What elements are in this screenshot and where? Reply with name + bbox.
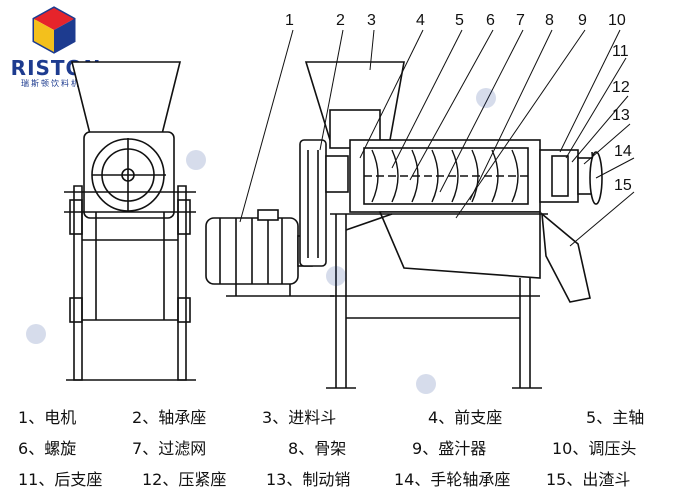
callout-10: 10 xyxy=(608,12,626,29)
legend-row-2: 6、螺旋 7、过滤网 8、骨架 9、盛汁器 10、调压头 xyxy=(0,435,680,463)
legend-item: 1、电机 xyxy=(18,408,77,427)
legend-item: 4、前支座 xyxy=(428,408,503,427)
callout-7: 7 xyxy=(516,12,525,29)
callout-13: 13 xyxy=(612,107,630,124)
legend-item: 13、制动销 xyxy=(266,470,351,489)
callout-numbers: 1 2 3 4 5 6 7 8 9 10 11 12 13 14 15 xyxy=(285,12,632,194)
callout-9: 9 xyxy=(578,12,587,29)
cube-logo-icon xyxy=(32,6,76,54)
watermark-logos xyxy=(26,88,496,394)
legend-item: 10、调压头 xyxy=(552,439,637,458)
callout-3: 3 xyxy=(367,12,376,29)
legend-item: 8、骨架 xyxy=(288,439,347,458)
callout-2: 2 xyxy=(336,12,345,29)
callout-1: 1 xyxy=(285,12,294,29)
callout-6: 6 xyxy=(486,12,495,29)
legend-row-1: 1、电机 2、轴承座 3、进料斗 4、前支座 5、主轴 xyxy=(0,404,680,432)
legend-item: 3、进料斗 xyxy=(262,408,337,427)
callout-11: 11 xyxy=(612,43,629,60)
legend-item: 7、过滤网 xyxy=(132,439,207,458)
callout-12: 12 xyxy=(612,79,630,96)
legend-row-3: 11、后支座 12、压紧座 13、制动销 14、手轮轴承座 15、出渣斗 xyxy=(0,466,680,494)
parts-legend: 1、电机 2、轴承座 3、进料斗 4、前支座 5、主轴 6、螺旋 7、过滤网 8… xyxy=(0,404,680,498)
callout-4: 4 xyxy=(416,12,425,29)
legend-item: 11、后支座 xyxy=(18,470,103,489)
callout-5: 5 xyxy=(455,12,464,29)
legend-item: 15、出渣斗 xyxy=(546,470,631,489)
callout-15: 15 xyxy=(614,177,632,194)
legend-item: 6、螺旋 xyxy=(18,439,77,458)
brand-subtitle: 瑞斯顿饮料机械 xyxy=(21,79,91,88)
legend-item: 2、轴承座 xyxy=(132,408,207,427)
front-view xyxy=(205,61,603,389)
legend-item: 5、主轴 xyxy=(586,408,645,427)
legend-item: 14、手轮轴承座 xyxy=(394,470,511,489)
legend-item: 9、盛汁器 xyxy=(412,439,487,458)
side-view xyxy=(64,61,196,381)
callout-14: 14 xyxy=(614,143,632,160)
callout-8: 8 xyxy=(545,12,554,29)
juicer-technical-drawing: 1 2 3 4 5 6 7 8 9 10 11 12 13 14 15 xyxy=(26,12,635,394)
leader-lines xyxy=(239,29,635,247)
legend-item: 12、压紧座 xyxy=(142,470,227,489)
